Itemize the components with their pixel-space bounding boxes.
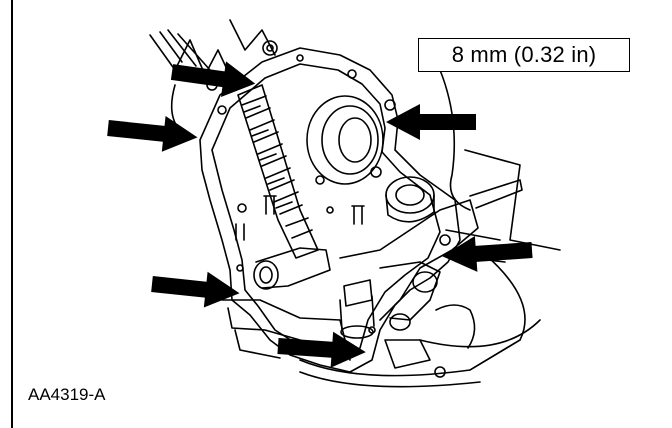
bracket-lines bbox=[435, 179, 523, 349]
water-pump-housing bbox=[339, 199, 479, 369]
front-cover-inner-contour bbox=[211, 63, 441, 357]
figure-id-label: AA4319-A bbox=[28, 385, 106, 404]
sealant-arrows bbox=[107, 61, 533, 368]
timing-chain bbox=[237, 84, 319, 259]
studs bbox=[235, 195, 365, 241]
crank-snout bbox=[253, 247, 331, 290]
sealant-bead-size-callout: 8 mm (0.32 in) bbox=[418, 38, 630, 72]
arrow-top bbox=[170, 61, 256, 98]
oil-pan-flange bbox=[221, 299, 521, 388]
arrow-right-upper bbox=[386, 104, 476, 140]
bolt-holes bbox=[206, 40, 451, 378]
idler-boss bbox=[385, 176, 435, 223]
arrow-left bbox=[107, 115, 198, 152]
arrow-bottom bbox=[277, 331, 366, 368]
arrow-right-lower bbox=[442, 235, 533, 272]
crankshaft-seal-bore bbox=[306, 95, 384, 185]
engine-block-outline bbox=[149, 19, 561, 371]
arrow-lower-left bbox=[151, 271, 240, 308]
